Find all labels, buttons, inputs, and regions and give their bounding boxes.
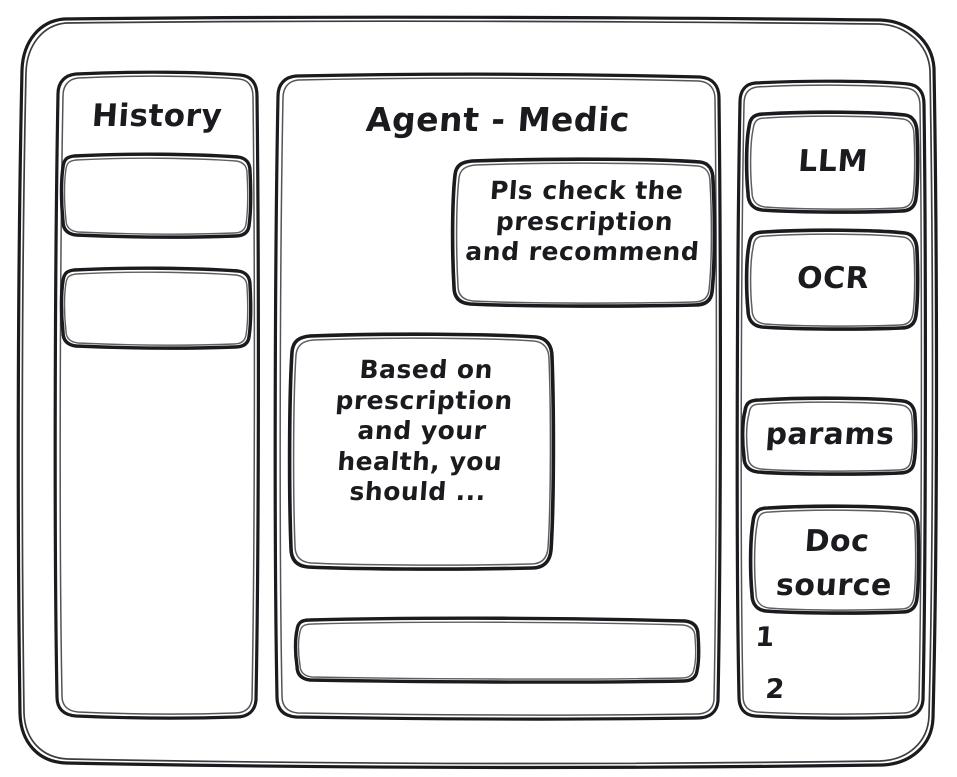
history-item-1[interactable] <box>63 156 250 236</box>
message-input[interactable] <box>297 620 699 682</box>
message-bubble-assistant: Based on prescription and your health, y… <box>291 336 553 570</box>
tool-button-llm-label: LLM <box>797 144 870 179</box>
message-bubble-assistant-text: Based on prescription and your health, y… <box>334 355 514 506</box>
message-bubble-user: Pls check the prescription and recommend <box>454 161 715 307</box>
message-bubble-user-text: Pls check the prescription and recommend <box>464 176 701 266</box>
page-title: Agent - Medic <box>364 100 632 139</box>
doc-source-panel[interactable]: Doc source <box>752 508 919 613</box>
tool-button-ocr-label: OCR <box>795 261 871 296</box>
tool-button-ocr[interactable]: OCR <box>748 232 918 329</box>
doc-source-item-1-index: 1 <box>754 622 776 653</box>
doc-source-label: Doc source <box>774 524 894 603</box>
params-button[interactable]: params <box>744 400 916 474</box>
history-panel-title: History <box>90 98 224 134</box>
doc-source-item-1[interactable]: 1 <box>748 618 808 656</box>
tool-button-llm[interactable]: LLM <box>748 114 918 212</box>
doc-source-item-2[interactable]: 2 <box>758 670 818 708</box>
history-item-2[interactable] <box>63 270 250 347</box>
params-button-label: params <box>764 417 896 452</box>
doc-source-item-2-index: 2 <box>764 674 786 705</box>
